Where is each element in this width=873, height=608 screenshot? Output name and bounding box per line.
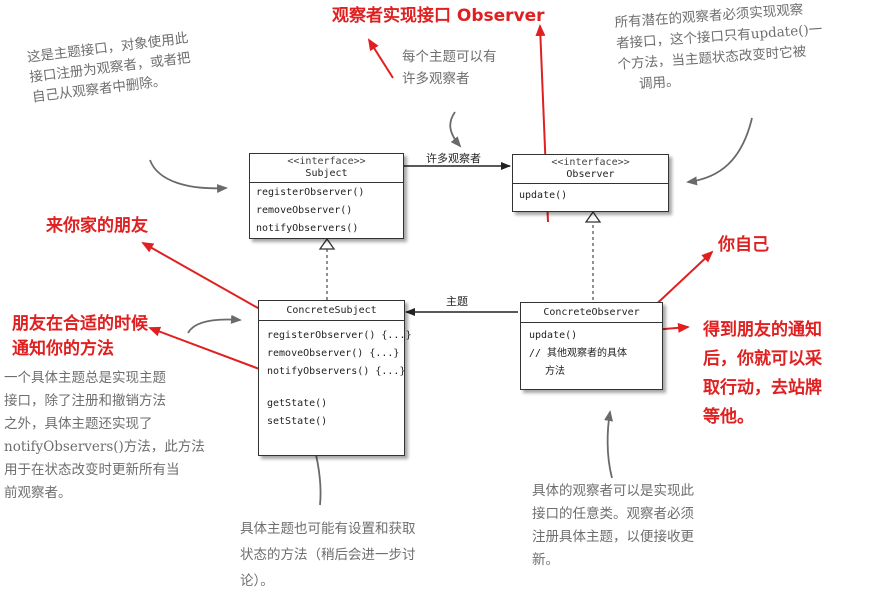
note-line: 前观察者。	[4, 485, 72, 501]
uml-subject-name: Subject	[305, 168, 348, 179]
uml-op: update()	[529, 330, 578, 341]
label-yourself: 你自己	[718, 235, 769, 255]
uml-concrete-subject-header: ConcreteSubject	[259, 301, 404, 321]
uml-concrete-observer-name: ConcreteObserver	[543, 307, 640, 318]
uml-concrete-subject-ops: registerObserver() {...} removeObserver(…	[259, 321, 412, 434]
assoc-many-label: 许多观察者	[426, 152, 481, 165]
uml-stereotype: <<interface>>	[551, 157, 630, 168]
note-line: 接口，除了注册和撤销方法	[4, 393, 166, 409]
uml-concrete-observer-header: ConcreteObserver	[521, 303, 662, 323]
label-friend-notify-line: 通知你的方法	[12, 339, 114, 359]
uml-concrete-observer-ops: update() // 其他观察者的具体 方法	[521, 323, 662, 384]
uml-op: notifyObservers() {...}	[267, 366, 406, 377]
label-observer-interface: 观察者实现接口 Observer	[332, 6, 545, 26]
uml-observer-ops: update()	[513, 184, 668, 208]
uml-op: setState()	[267, 416, 328, 427]
note-many-observers: 每个主题可以有 许多观察者	[402, 46, 497, 90]
gray-arrow-concrete-subject-note	[187, 314, 242, 334]
uml-concrete-subject-name: ConcreteSubject	[286, 305, 377, 316]
uml-concrete-observer-box: ConcreteObserver update() // 其他观察者的具体 方法	[520, 302, 663, 390]
uml-subject-box: <<interface>> Subject registerObserver()…	[249, 153, 404, 239]
note-line: 每个主题可以有	[402, 49, 497, 65]
note-line: 状态的方法（稍后会进一步讨	[240, 547, 416, 563]
note-line: 许多观察者	[402, 71, 470, 87]
note-getset: 具体主题也可能有设置和获取 状态的方法（稍后会进一步讨 论）。	[240, 516, 416, 594]
uml-op: update()	[519, 190, 568, 201]
uml-op: notifyObservers()	[256, 223, 359, 234]
uml-op: getState()	[267, 398, 328, 409]
uml-op: 方法	[545, 366, 565, 377]
uml-spacer	[267, 381, 398, 395]
note-line: 之外，具体主题还实现了	[4, 416, 153, 432]
note-line: 接口的任意类。观察者必须	[532, 506, 694, 522]
label-friend-notify: 朋友在合适的时候 通知你的方法	[12, 312, 148, 362]
assoc-subject-label: 主题	[446, 295, 468, 308]
uml-stereotype: <<interface>>	[287, 156, 366, 167]
uml-op: removeObserver() {...}	[267, 348, 400, 359]
note-concrete-subject: 一个具体主题总是实现主题 接口，除了注册和撤销方法 之外，具体主题还实现了 no…	[4, 367, 205, 505]
uml-concrete-subject-box: ConcreteSubject registerObserver() {...}…	[258, 300, 412, 456]
uml-op: // 其他观察者的具体	[529, 348, 628, 359]
uml-op: registerObserver() {...}	[267, 330, 412, 341]
label-notified-line: 得到朋友的通知	[703, 320, 822, 340]
note-line: 新。	[532, 552, 559, 568]
label-notified-line: 后，你就可以采	[703, 349, 822, 369]
gray-arrow-concrete-observer-note	[604, 410, 613, 479]
label-notified-line: 等他。	[703, 407, 754, 427]
note-line: 用于在状态改变时更新所有当	[4, 462, 180, 478]
label-notified: 得到朋友的通知 后，你就可以采 取行动，去站牌 等他。	[703, 316, 822, 432]
uml-observer-header: <<interface>> Observer	[513, 155, 668, 184]
note-observer-must: 所有潜在的观察者必须实现观察 者接口，这个接口只有update()一 个方法，当…	[614, 0, 826, 97]
note-line: 论）。	[240, 573, 274, 589]
note-line: 具体的观察者可以是实现此	[532, 483, 694, 499]
note-line: notifyObservers()方法，此方法	[4, 439, 205, 455]
red-arrow-friend	[141, 242, 266, 313]
realization-observer-triangle	[584, 210, 602, 223]
gray-arrow-subject-note	[149, 159, 228, 193]
label-notified-line: 取行动，去站牌	[703, 378, 822, 398]
label-friend: 来你家的朋友	[46, 216, 148, 236]
note-line: 一个具体主题总是实现主题	[4, 370, 166, 386]
realization-subject-triangle	[318, 237, 336, 250]
red-arrow-many-observers	[367, 38, 394, 79]
uml-op: registerObserver()	[256, 187, 365, 198]
uml-subject-header: <<interface>> Subject	[250, 154, 403, 183]
uml-observer-box: <<interface>> Observer update()	[512, 154, 669, 212]
note-concrete-observer: 具体的观察者可以是实现此 接口的任意类。观察者必须 注册具体主题，以便接收更 新…	[532, 480, 694, 572]
label-friend-notify-line: 朋友在合适的时候	[12, 314, 148, 334]
red-arrow-friend-notify	[148, 326, 271, 374]
note-line: 具体主题也可能有设置和获取	[240, 521, 416, 537]
uml-observer-name: Observer	[566, 169, 615, 180]
note-line: 注册具体主题，以便接收更	[532, 529, 694, 545]
gray-arrow-observer-note	[686, 117, 753, 186]
uml-subject-ops: registerObserver() removeObserver() noti…	[250, 183, 403, 241]
uml-op: removeObserver()	[256, 205, 353, 216]
gray-arrow-many-observers	[449, 111, 462, 148]
